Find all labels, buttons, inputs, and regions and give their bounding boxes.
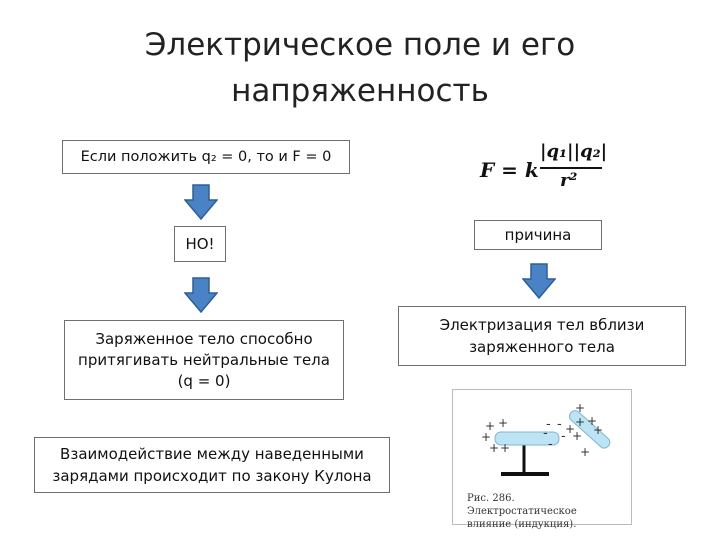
svg-text:+: + bbox=[587, 414, 597, 428]
formula-denominator: r² bbox=[560, 170, 578, 191]
attraction-line-3: (q = 0) bbox=[177, 371, 231, 390]
interaction-line-1: Взаимодействие между наведенными bbox=[60, 445, 364, 463]
figure-caption: Рис. 286. Электростатическое влияние (ин… bbox=[467, 492, 627, 531]
interaction-box: Взаимодействие между наведенными зарядам… bbox=[34, 437, 390, 493]
svg-text:-: - bbox=[557, 417, 562, 432]
svg-text:-: - bbox=[546, 417, 551, 432]
attraction-line-1: Заряженное тело способно bbox=[95, 329, 313, 348]
slide-title: Электрическое поле и его напряженность bbox=[0, 22, 720, 114]
slide-title-line-1: Электрическое поле и его bbox=[144, 27, 576, 63]
cause-box: причина bbox=[474, 220, 602, 250]
svg-text:+: + bbox=[575, 415, 585, 429]
svg-text:+: + bbox=[489, 441, 499, 455]
fraction-bar bbox=[540, 167, 602, 169]
interaction-line-2: зарядами происходит по закону Кулона bbox=[52, 467, 372, 485]
down-arrow-icon bbox=[184, 184, 218, 220]
svg-text:-: - bbox=[543, 426, 548, 441]
plus-charges: ++ + ++ bbox=[481, 416, 510, 455]
but-text: НО! bbox=[185, 235, 215, 253]
down-arrow-icon bbox=[522, 263, 556, 299]
charged-rod bbox=[568, 410, 611, 449]
coulomb-formula: F = k |q₁||q₂| r² bbox=[480, 136, 610, 196]
svg-text:+: + bbox=[580, 445, 590, 459]
induction-diagram: ++ + ++ -- -- - + ++ ++ ++ bbox=[481, 401, 611, 476]
svg-text:+: + bbox=[575, 401, 585, 415]
figure-caption-line-1: Рис. 286. Электростатическое bbox=[467, 493, 577, 517]
attraction-line-2: притягивать нейтральные тела bbox=[78, 350, 330, 369]
rod-plus-charges: + ++ ++ ++ bbox=[565, 401, 603, 459]
slide-title-line-2: напряженность bbox=[231, 73, 489, 109]
svg-text:-: - bbox=[548, 437, 553, 452]
down-arrow-icon bbox=[184, 277, 218, 313]
electrification-box: Электризация тел вблизи заряженного тела bbox=[398, 306, 686, 366]
figure-caption-line-2: влияние (индукция). bbox=[467, 519, 577, 530]
svg-text:+: + bbox=[565, 422, 575, 436]
svg-text:-: - bbox=[561, 429, 566, 444]
minus-charges: -- -- - bbox=[543, 417, 566, 452]
svg-text:+: + bbox=[593, 423, 603, 437]
condition-text: Если положить q₂ = 0, то и F = 0 bbox=[80, 149, 332, 165]
electrification-line-1: Электризация тел вблизи bbox=[439, 316, 645, 334]
formula-lhs: F = k bbox=[480, 158, 539, 182]
svg-text:+: + bbox=[572, 429, 582, 443]
svg-text:+: + bbox=[481, 430, 491, 444]
electrification-line-2: заряженного тела bbox=[469, 338, 615, 356]
formula-numerator: |q₁||q₂| bbox=[540, 141, 608, 162]
cause-text: причина bbox=[504, 226, 572, 244]
neutral-rod bbox=[494, 431, 560, 446]
attraction-box: Заряженное тело способно притягивать ней… bbox=[64, 320, 344, 400]
svg-text:+: + bbox=[500, 441, 510, 455]
but-box: НО! bbox=[174, 226, 226, 262]
svg-text:+: + bbox=[498, 416, 508, 430]
svg-text:+: + bbox=[485, 419, 495, 433]
induction-figure: ++ + ++ -- -- - + ++ ++ ++ Рис. 286. Эле… bbox=[452, 389, 632, 530]
condition-box: Если положить q₂ = 0, то и F = 0 bbox=[62, 140, 350, 174]
